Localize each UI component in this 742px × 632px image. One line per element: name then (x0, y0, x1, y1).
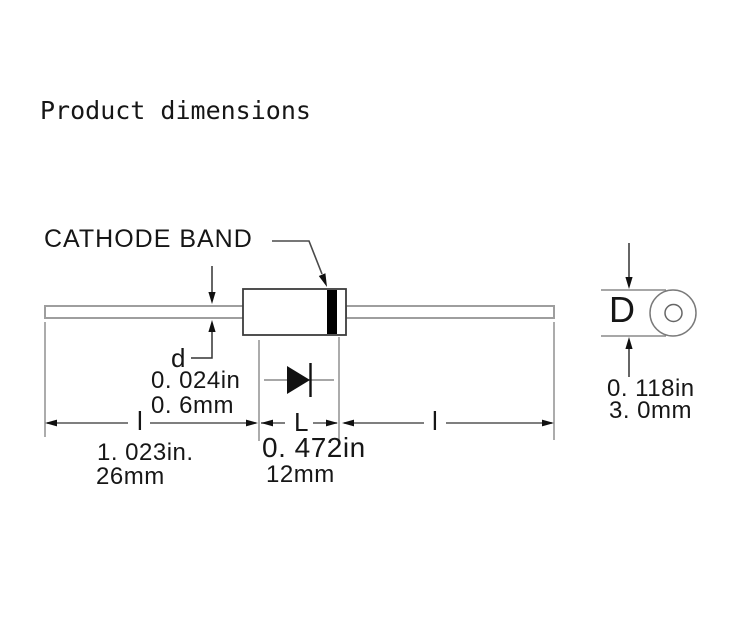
cathode-band (327, 290, 337, 334)
lead-diameter-symbol: d (171, 343, 186, 373)
right-lead-length-symbol: l (429, 407, 441, 436)
body-diameter-inches: 0. 118in (607, 375, 695, 402)
cathode-band-label: CATHODE BAND (44, 225, 253, 253)
body-length-mm: 12mm (266, 461, 335, 488)
cathode-band-arrowhead-icon (318, 273, 327, 287)
end-view-lead-circle (664, 303, 683, 323)
lead-diameter-mm: 0. 6mm (151, 392, 235, 419)
d-arrowhead-down-icon (208, 292, 216, 304)
left-lead-length-symbol: l (134, 407, 146, 436)
body-diameter-symbol: D (609, 289, 635, 330)
D-arrowhead-down-icon (625, 277, 633, 289)
D-arrowhead-up-icon (625, 337, 633, 349)
d-arrowhead-up-icon (208, 320, 216, 332)
d-leader-line (191, 332, 213, 359)
body-length-inches: 0. 472in (262, 432, 366, 463)
right-lead-arrowhead-left-icon (342, 419, 354, 427)
right-lead-arrowhead-right-icon (542, 419, 554, 427)
body-arrowhead-right-icon (326, 419, 338, 427)
lead-wire-left (44, 305, 245, 319)
body-diameter-mm: 3. 0mm (609, 397, 693, 424)
lead-diameter-inches: 0. 024in (151, 367, 241, 394)
left-lead-arrowhead-right-icon (246, 419, 258, 427)
page-title: Product dimensions (40, 96, 311, 125)
body-length-symbol: L (291, 408, 312, 437)
body-arrowhead-left-icon (261, 419, 273, 427)
lead-wire-right (345, 305, 555, 319)
left-lead-length-mm: 26mm (96, 463, 165, 490)
left-lead-arrowhead-left-icon (45, 419, 57, 427)
diode-symbol-anode-triangle (287, 366, 310, 394)
left-lead-length-inches: 1. 023in. (97, 439, 194, 466)
cathode-band-leader-line (272, 240, 323, 275)
